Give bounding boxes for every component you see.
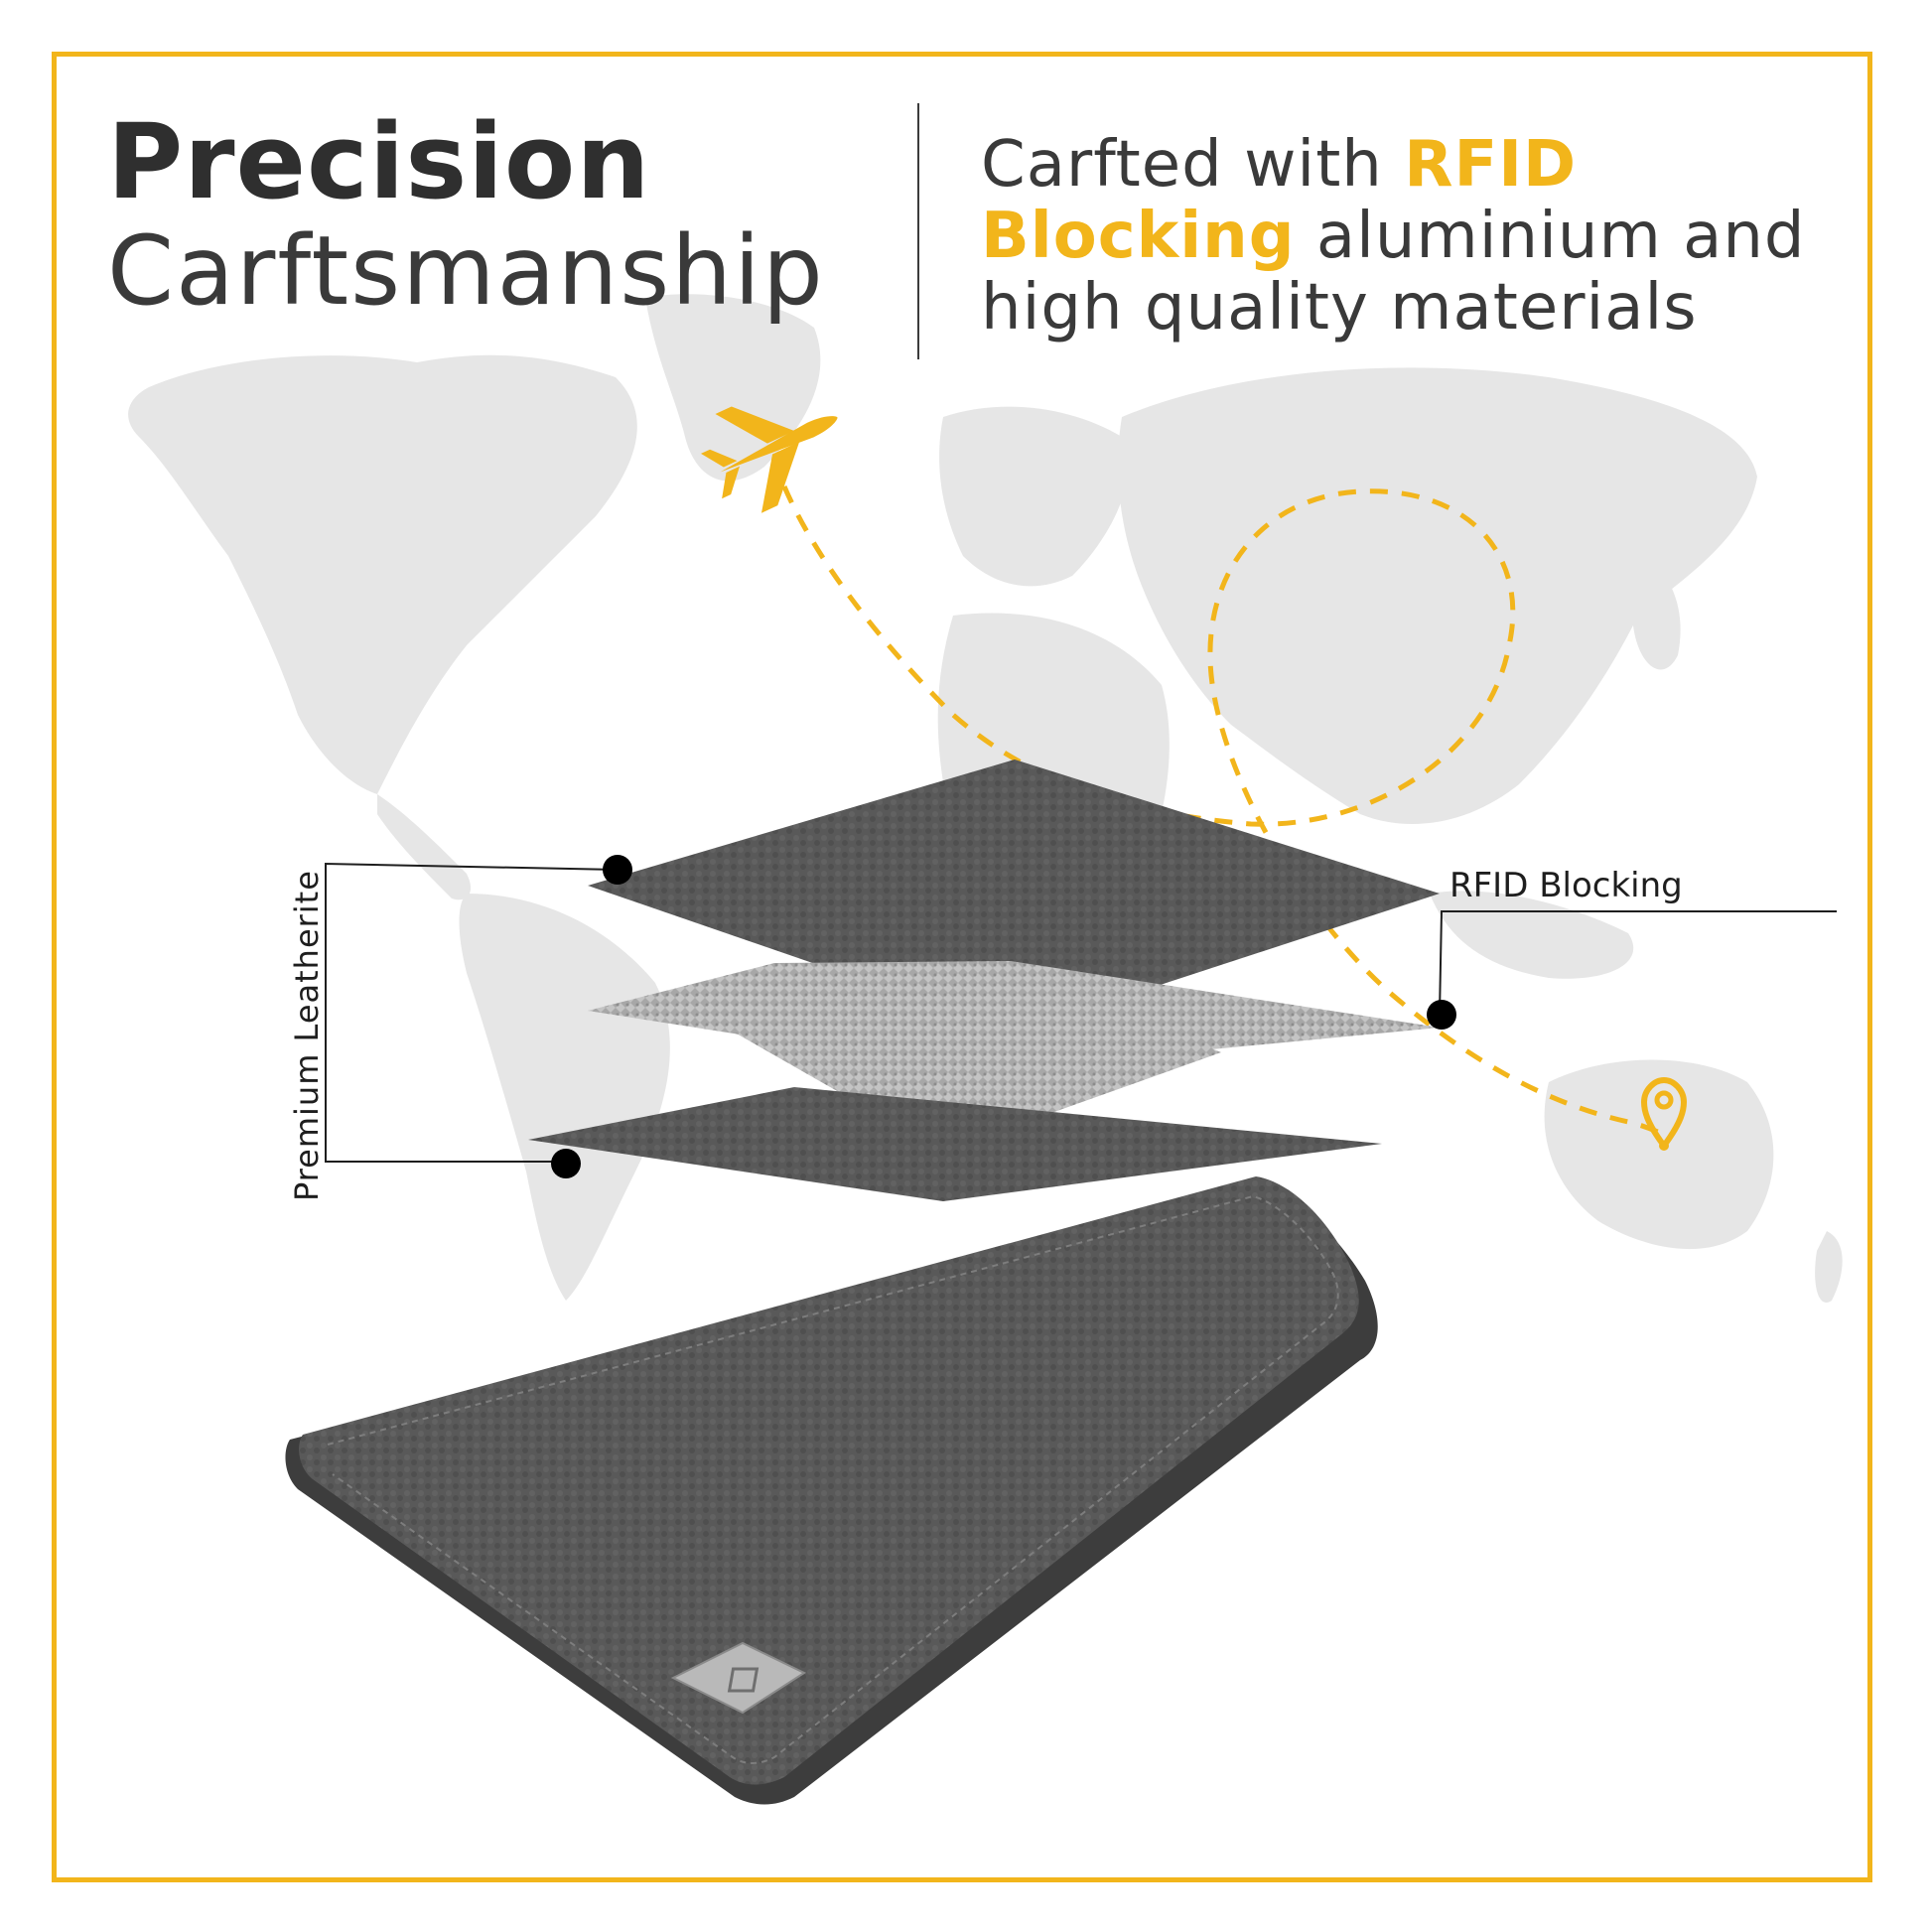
tagline: Carfted with RFID Blocking aluminium and… (981, 129, 1874, 344)
brand-logo-icon (670, 1641, 807, 1715)
map-australia (1544, 1059, 1774, 1250)
map-se-asia (1430, 891, 1634, 979)
title-bold: Precision (107, 101, 651, 222)
rfid-callout-lines (1439, 910, 1837, 1016)
leather-callout-lines (325, 862, 619, 1163)
flight-path (781, 485, 1670, 1140)
map-south-america (459, 894, 670, 1301)
headline-left: Precision Carftsmanship (107, 107, 825, 326)
layer-rfid-foil-lower (735, 963, 1221, 1152)
wallet (285, 1176, 1378, 1805)
tagline-before: Carfted with (981, 128, 1405, 202)
leather-callout-dot-top (603, 855, 632, 885)
airplane-icon (700, 406, 838, 513)
map-central-america (377, 794, 472, 900)
leather-callout-label: Premium Leatherite (288, 870, 326, 1201)
rfid-callout-dot (1427, 1000, 1456, 1030)
location-pin-icon (1640, 1076, 1688, 1152)
layer-top-leather (588, 759, 1440, 1033)
leather-callout-dot-bottom (551, 1149, 581, 1178)
map-new-zealand (1815, 1231, 1843, 1303)
title-light: Carftsmanship (107, 215, 825, 327)
headline-divider (917, 103, 919, 359)
map-europe (939, 406, 1129, 587)
map-japan (1633, 556, 1681, 670)
rfid-callout-label: RFID Blocking (1449, 866, 1683, 905)
map-north-america (128, 354, 637, 794)
tagline-after: aluminium and high quality materials (981, 200, 1806, 345)
map-asia (1118, 367, 1757, 824)
tagline-accent: RFID Blocking (981, 128, 1578, 273)
layer-bottom-leather (528, 1087, 1382, 1201)
yellow-border-frame (52, 52, 1872, 1882)
